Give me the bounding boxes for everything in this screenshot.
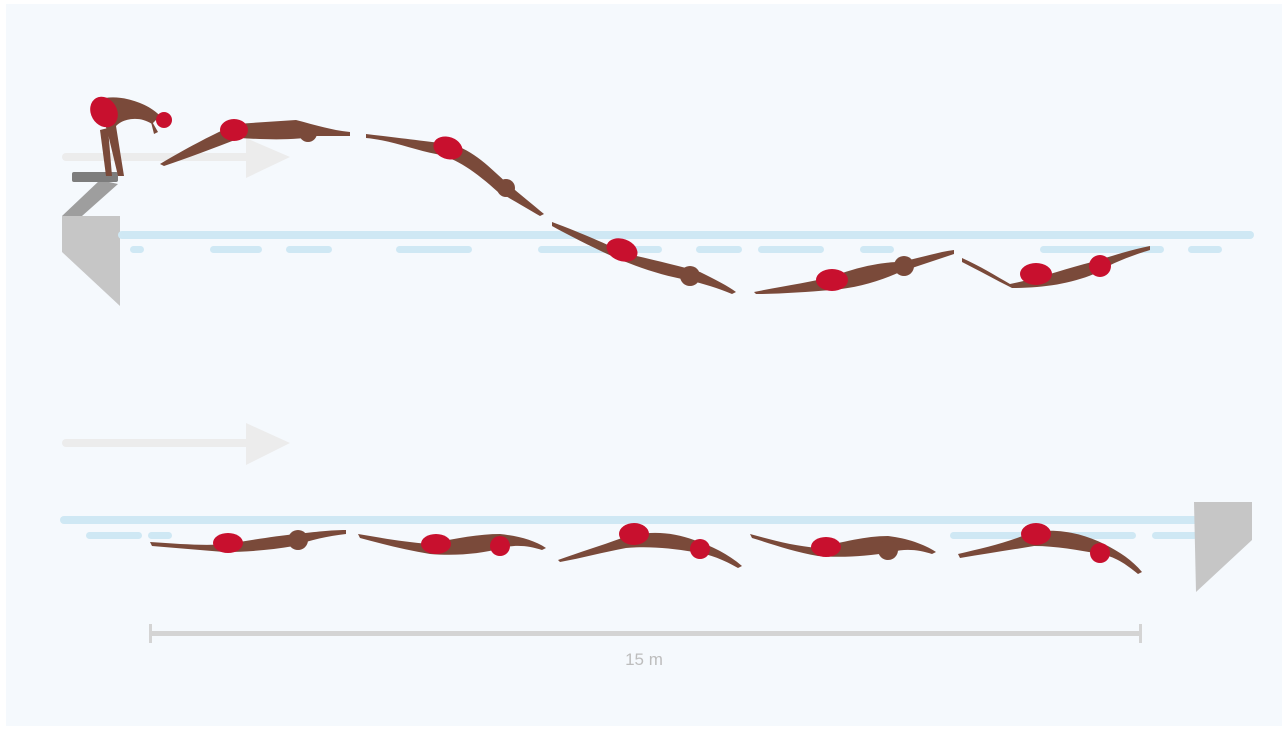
swimmer-stroke-a: [150, 530, 346, 553]
scale-bar: [149, 624, 1142, 643]
swimmer-stroke-d: [750, 534, 936, 560]
swimmer-stroke-b: [358, 534, 546, 556]
water-surface-top: [118, 231, 1254, 253]
diagram-background: [6, 4, 1282, 726]
swimmer-entry: [552, 222, 736, 294]
swimmer-glide: [754, 250, 954, 294]
swimmer-kick: [962, 246, 1150, 288]
swimmer-stroke-c: [558, 523, 742, 568]
swimmer-crouch: [90, 96, 172, 176]
swimmer-dive: [366, 134, 544, 216]
swimmer-stroke-e: [958, 523, 1142, 574]
direction-arrow-bottom: [62, 423, 290, 465]
scale-label: 15 m: [625, 650, 663, 669]
wall-block: [1194, 502, 1252, 592]
swimmer-flight: [160, 119, 350, 166]
